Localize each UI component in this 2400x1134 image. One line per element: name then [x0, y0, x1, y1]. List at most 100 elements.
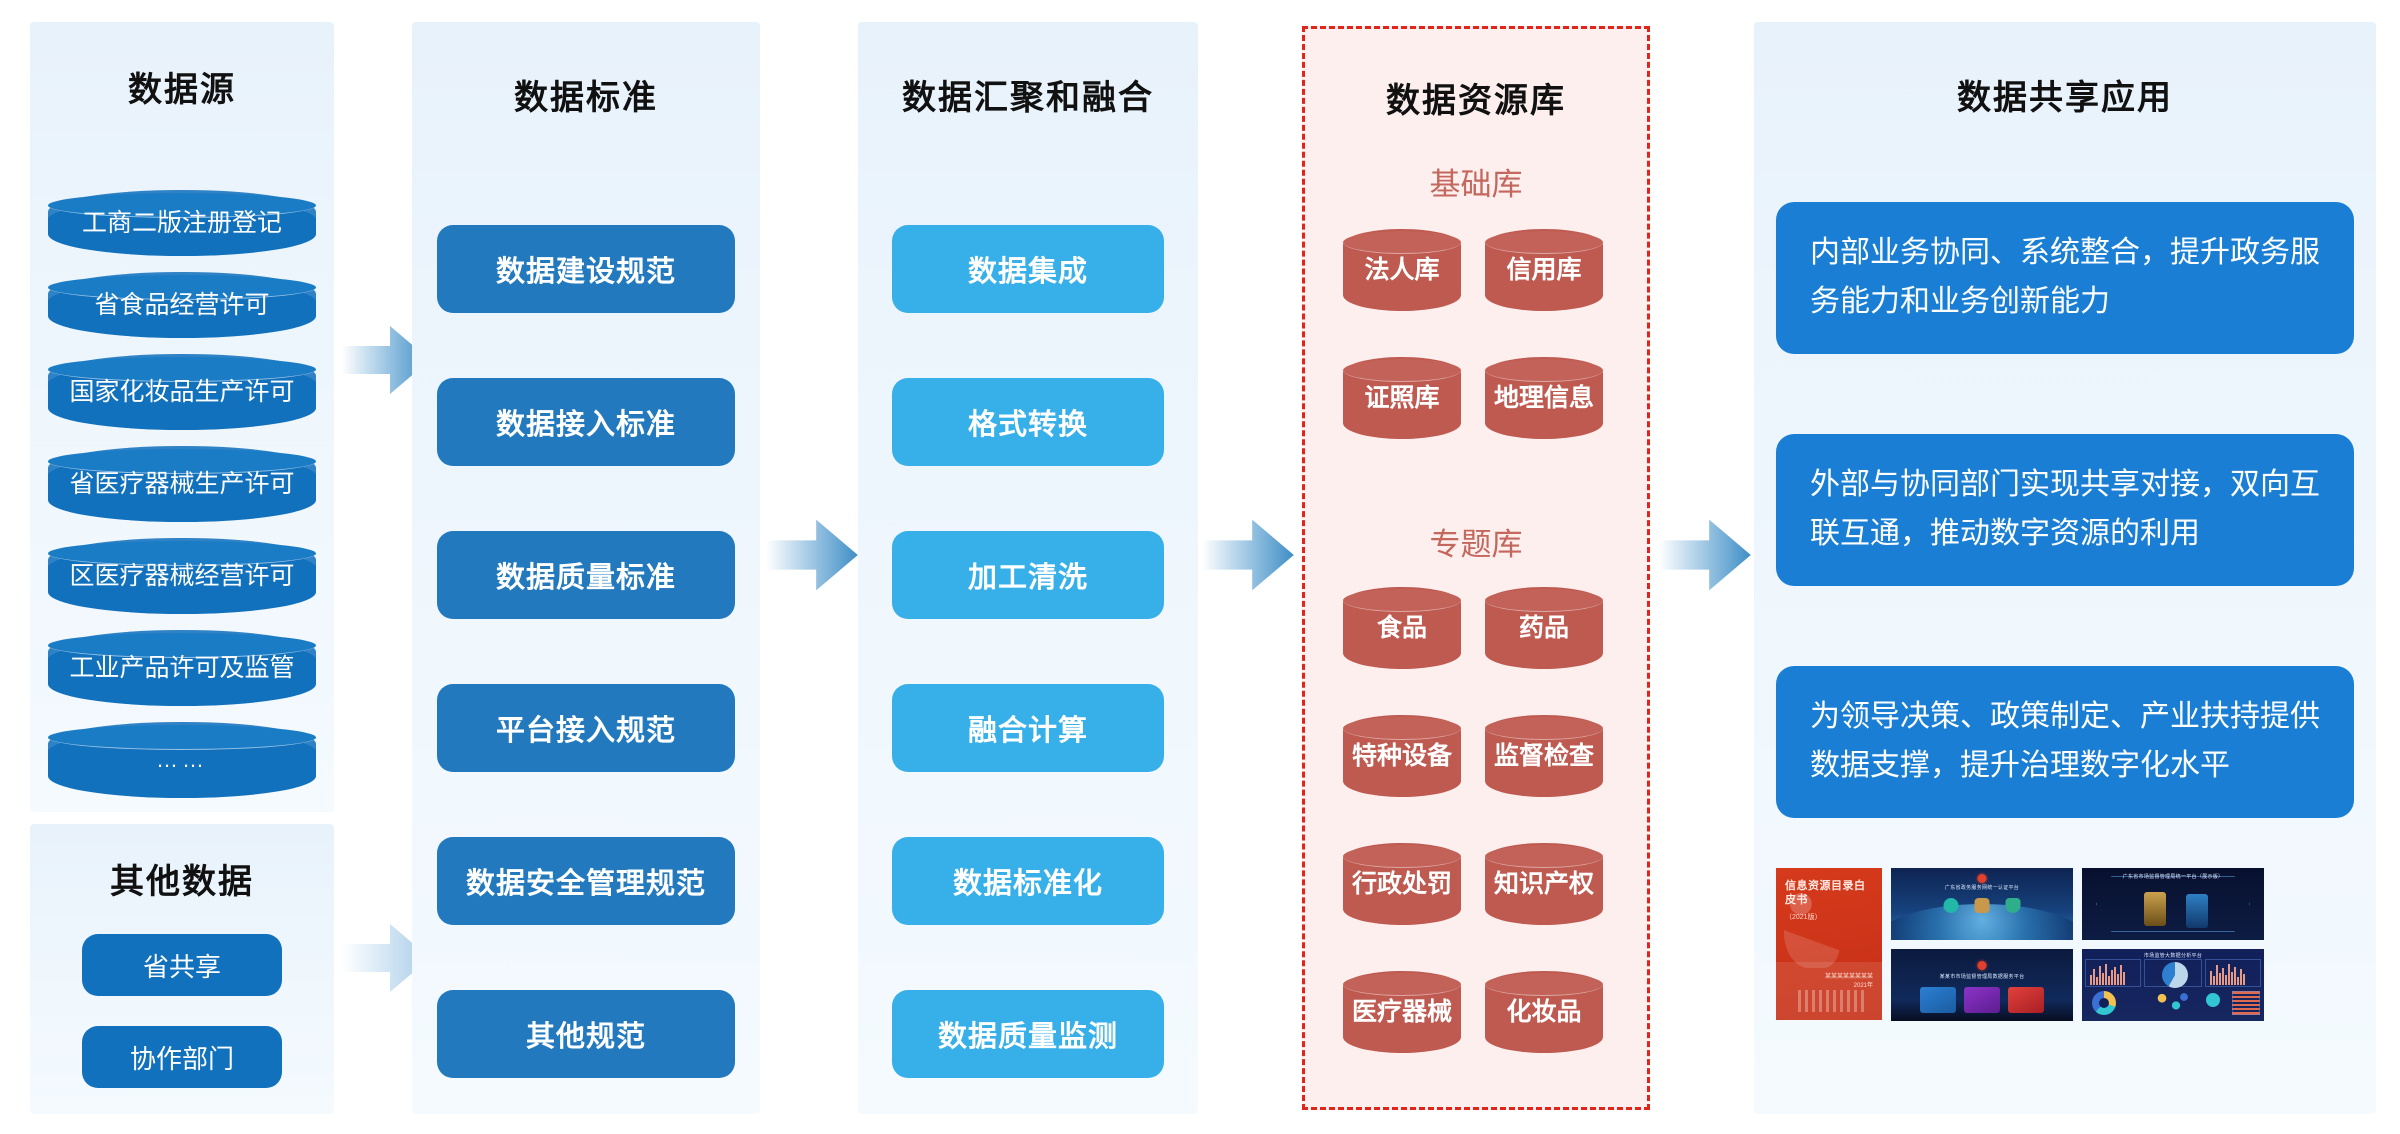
bar-chart-left [2090, 963, 2125, 985]
data-source-cylinder[interactable]: 区医疗器械经营许可 [48, 538, 316, 614]
resource-cylinder[interactable]: 特种设备 [1343, 715, 1461, 797]
resource-label: 药品 [1518, 613, 1569, 642]
fusion-item[interactable]: 加工清洗 [892, 531, 1164, 619]
bar-chart-right [2210, 963, 2245, 985]
thumbnail-screenshot-awards[interactable]: 广东省市场监督管理局统一平台（展示版） [2082, 868, 2264, 940]
fusion-label: 格式转换 [967, 409, 1088, 441]
standard-item[interactable]: 数据安全管理规范 [437, 837, 735, 925]
fusion-item[interactable]: 数据标准化 [892, 837, 1164, 925]
resource-cylinder[interactable]: 监督检查 [1485, 715, 1603, 797]
column-title-data-source: 数据源 [128, 71, 236, 109]
column-other-data: 其他数据 省共享 协作部门 [30, 824, 334, 1114]
flow-arrow-icon [1655, 505, 1755, 605]
fusion-item[interactable]: 数据集成 [892, 225, 1164, 313]
data-source-label: 省食品经营许可 [94, 291, 270, 319]
resource-cylinder[interactable]: 药品 [1485, 587, 1603, 669]
column-data-fusion: 数据汇聚和融合 数据集成 格式转换 加工清洗 融合计算 数据标准化 数据质量监测 [858, 22, 1198, 1114]
resource-cylinder[interactable]: 信用库 [1485, 229, 1603, 311]
data-source-cylinder-more[interactable]: …… [48, 722, 316, 798]
resource-cylinder[interactable]: 化妆品 [1485, 971, 1603, 1053]
resource-label: 监督检查 [1493, 741, 1594, 770]
resource-cylinder[interactable]: 知识产权 [1485, 843, 1603, 925]
data-source-cylinder[interactable]: 工商二版注册登记 [48, 190, 316, 256]
flow-arrow-icon [762, 505, 862, 605]
data-source-cylinder[interactable]: 省医疗器械生产许可 [48, 446, 316, 522]
data-source-label: 工业产品许可及监管 [69, 654, 295, 682]
podium-left-icon [2144, 892, 2166, 926]
fusion-label: 加工清洗 [967, 562, 1088, 594]
service-icon-green [2005, 898, 2021, 913]
app-card[interactable]: 为领导决策、政策制定、产业扶持提供数据支撑，提升治理数字化水平 [1776, 666, 2354, 818]
fusion-item[interactable]: 融合计算 [892, 684, 1164, 772]
flow-arrow-icon [338, 910, 434, 1006]
app-card-text: 内部业务协同、系统整合，提升政务服务能力和业务创新能力 [1810, 236, 2320, 318]
data-source-label: 国家化妆品生产许可 [69, 378, 295, 406]
resource-group-label-basic: 基础库 [1429, 167, 1523, 202]
resource-label: 医疗器械 [1351, 997, 1452, 1026]
flow-arrow-icon [338, 312, 434, 408]
standard-item[interactable]: 数据建设规范 [437, 225, 735, 313]
card-row [1920, 987, 2044, 1013]
standard-item[interactable]: 数据质量标准 [437, 531, 735, 619]
standard-item[interactable]: 平台接入规范 [437, 684, 735, 772]
resource-label: 信用库 [1506, 255, 1582, 284]
scatter-cluster [2152, 991, 2192, 1015]
column-data-source: 数据源 工商二版注册登记 省食品经营许可 国家化妆品生产许可 省医疗器械生产许可… [30, 22, 334, 812]
resource-cylinder[interactable]: 医疗器械 [1343, 971, 1461, 1053]
resource-label: 知识产权 [1493, 869, 1594, 898]
emblem-icon [1977, 874, 1987, 883]
fusion-item[interactable]: 格式转换 [892, 378, 1164, 466]
data-source-cylinder[interactable]: 工业产品许可及监管 [48, 630, 316, 706]
flow-arrow-icon [1198, 505, 1298, 605]
standard-label: 数据质量标准 [495, 562, 676, 594]
thumbnail-caption: 广东省市场监督管理局统一平台（展示版） [2122, 874, 2224, 880]
standard-label: 数据接入标准 [495, 409, 676, 441]
column-title-data-share-app: 数据共享应用 [1957, 79, 2173, 117]
other-data-item[interactable]: 协作部门 [82, 1026, 282, 1088]
thumbnail-caption: 广东省政务服务网统一认证平台 [1944, 885, 2020, 891]
resource-group-label-topic: 专题库 [1429, 527, 1523, 562]
resource-label: 特种设备 [1351, 741, 1452, 770]
standard-label: 平台接入规范 [495, 715, 676, 747]
resource-cylinder[interactable]: 法人库 [1343, 229, 1461, 311]
card-blue [1920, 987, 1956, 1013]
data-source-label: 区医疗器械经营许可 [69, 562, 295, 590]
dashboard-legend [2232, 991, 2260, 1015]
resource-label: 证照库 [1364, 383, 1440, 412]
app-card[interactable]: 内部业务协同、系统整合，提升政务服务能力和业务创新能力 [1776, 202, 2354, 354]
column-data-share-app: 数据共享应用 内部业务协同、系统整合，提升政务服务能力和业务创新能力 外部与协同… [1754, 22, 2376, 1114]
thumbnail-whitepaper-cover[interactable]: 信息资源目录白皮书 （2021版） 某某某某某某某某 2021年 [1776, 868, 1882, 1020]
bubble-chart [2206, 993, 2220, 1007]
dashboard-panel [2205, 959, 2261, 987]
resource-label: 食品 [1376, 613, 1427, 642]
standard-label: 其他规范 [525, 1021, 646, 1053]
thumbnail-screenshot-dataservice[interactable]: 某某市市场监督管理局数据服务平台 [1891, 949, 2073, 1021]
card-red [2008, 987, 2044, 1013]
service-icon-teal [1943, 898, 1959, 913]
thumbnail-screenshot-dashboard[interactable]: 市场监管大数据分析平台 [2082, 949, 2264, 1021]
resource-cylinder[interactable]: 食品 [1343, 587, 1461, 669]
resource-label: 行政处罚 [1351, 869, 1452, 898]
monument-graphic-icon [1776, 962, 1882, 1020]
standard-item[interactable]: 其他规范 [437, 990, 735, 1078]
thumbnail-caption: 某某市市场监督管理局数据服务平台 [1939, 974, 2025, 980]
other-data-item[interactable]: 省共享 [82, 934, 282, 996]
data-source-label: 省医疗器械生产许可 [69, 470, 295, 498]
resource-cylinder[interactable]: 证照库 [1343, 357, 1461, 439]
thumbnail-screenshot-portal[interactable]: 广东省政务服务网统一认证平台 [1891, 868, 2073, 940]
app-card[interactable]: 外部与协同部门实现共享对接，双向互联互通，推动数字资源的利用 [1776, 434, 2354, 586]
data-source-cylinder[interactable]: 省食品经营许可 [48, 272, 316, 338]
data-source-cylinder[interactable]: 国家化妆品生产许可 [48, 354, 316, 430]
service-icon-gold [1974, 898, 1990, 913]
standard-item[interactable]: 数据接入标准 [437, 378, 735, 466]
column-title-data-standard: 数据标准 [514, 79, 658, 117]
torch-graphic-icon [1784, 890, 1840, 968]
column-title-data-resource: 数据资源库 [1386, 82, 1566, 120]
resource-cylinder[interactable]: 行政处罚 [1343, 843, 1461, 925]
standard-label: 数据建设规范 [495, 256, 676, 288]
resource-cylinder[interactable]: 地理信息 [1485, 357, 1603, 439]
fusion-label: 融合计算 [967, 715, 1088, 747]
dashboard-panel [2085, 959, 2141, 987]
fusion-item[interactable]: 数据质量监测 [892, 990, 1164, 1078]
